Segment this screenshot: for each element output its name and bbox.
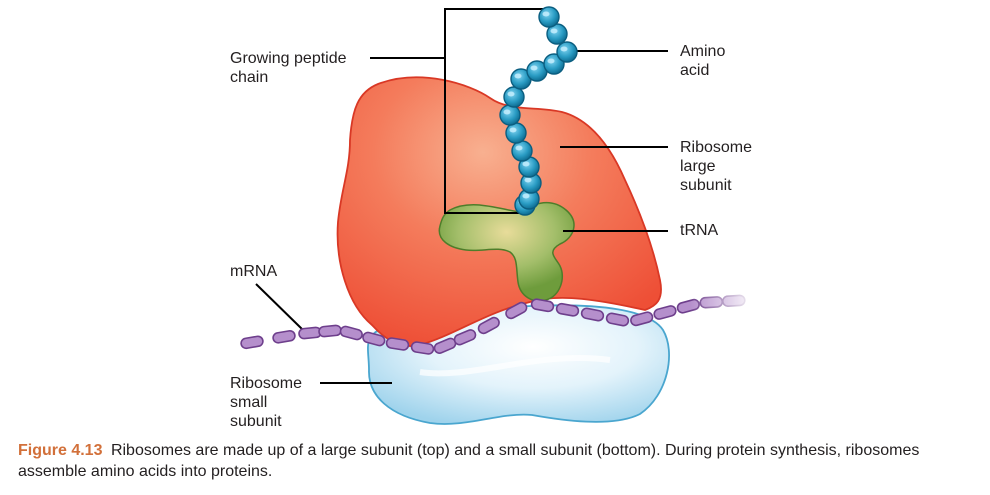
growing-peptide-chain-label: Growing peptide chain xyxy=(230,50,347,86)
ribosome-small-subunit-label: Ribosome small subunit xyxy=(230,375,303,430)
figure-caption: Figure 4.13 Ribosomes are made up of a l… xyxy=(18,440,978,482)
mrna-label: mRNA xyxy=(230,263,278,280)
mrna-segment xyxy=(453,329,477,346)
mrna-segment xyxy=(605,312,630,327)
mrna-segment xyxy=(580,307,605,322)
mrna-segment xyxy=(477,316,500,335)
amino-acid-bead xyxy=(511,140,533,162)
amino-acid-label: Amino acid xyxy=(680,43,726,79)
ribosome-large-subunit-label: Ribosome large subunit xyxy=(680,139,753,194)
mrna-segment xyxy=(505,301,528,320)
mrna-segment xyxy=(530,298,555,313)
mrna-segment xyxy=(630,311,654,327)
amino-acid-bead xyxy=(538,6,560,28)
mrna-segment xyxy=(555,302,580,317)
leader-lines xyxy=(255,8,668,384)
amino-acid-bead xyxy=(505,122,527,144)
peptide-chain xyxy=(499,6,578,216)
mrna-segment xyxy=(272,329,296,344)
mrna-segment xyxy=(653,305,677,320)
mrna-fade xyxy=(690,285,750,330)
mrna-segment xyxy=(298,326,322,340)
mrna-segment xyxy=(385,337,410,351)
caption-text: Ribosomes are made up of a large subunit… xyxy=(18,442,920,480)
amino-acid-bead xyxy=(499,104,521,126)
mrna-segment xyxy=(339,325,363,341)
mrna-segment xyxy=(318,324,342,338)
mrna-leader xyxy=(255,283,304,331)
amino-acid-bead xyxy=(556,41,578,63)
trna-label: tRNA xyxy=(680,222,719,239)
mrna-segment xyxy=(362,331,386,347)
mrna-segment xyxy=(410,341,435,355)
figure-number: Figure 4.13 xyxy=(18,442,103,459)
amino-acid-bead xyxy=(503,86,525,108)
peptide-bracket xyxy=(444,8,550,214)
mrna-segment xyxy=(240,335,264,350)
ribosome-diagram xyxy=(240,6,750,425)
trna-shape xyxy=(438,201,575,302)
small-subunit-highlight xyxy=(419,354,611,377)
